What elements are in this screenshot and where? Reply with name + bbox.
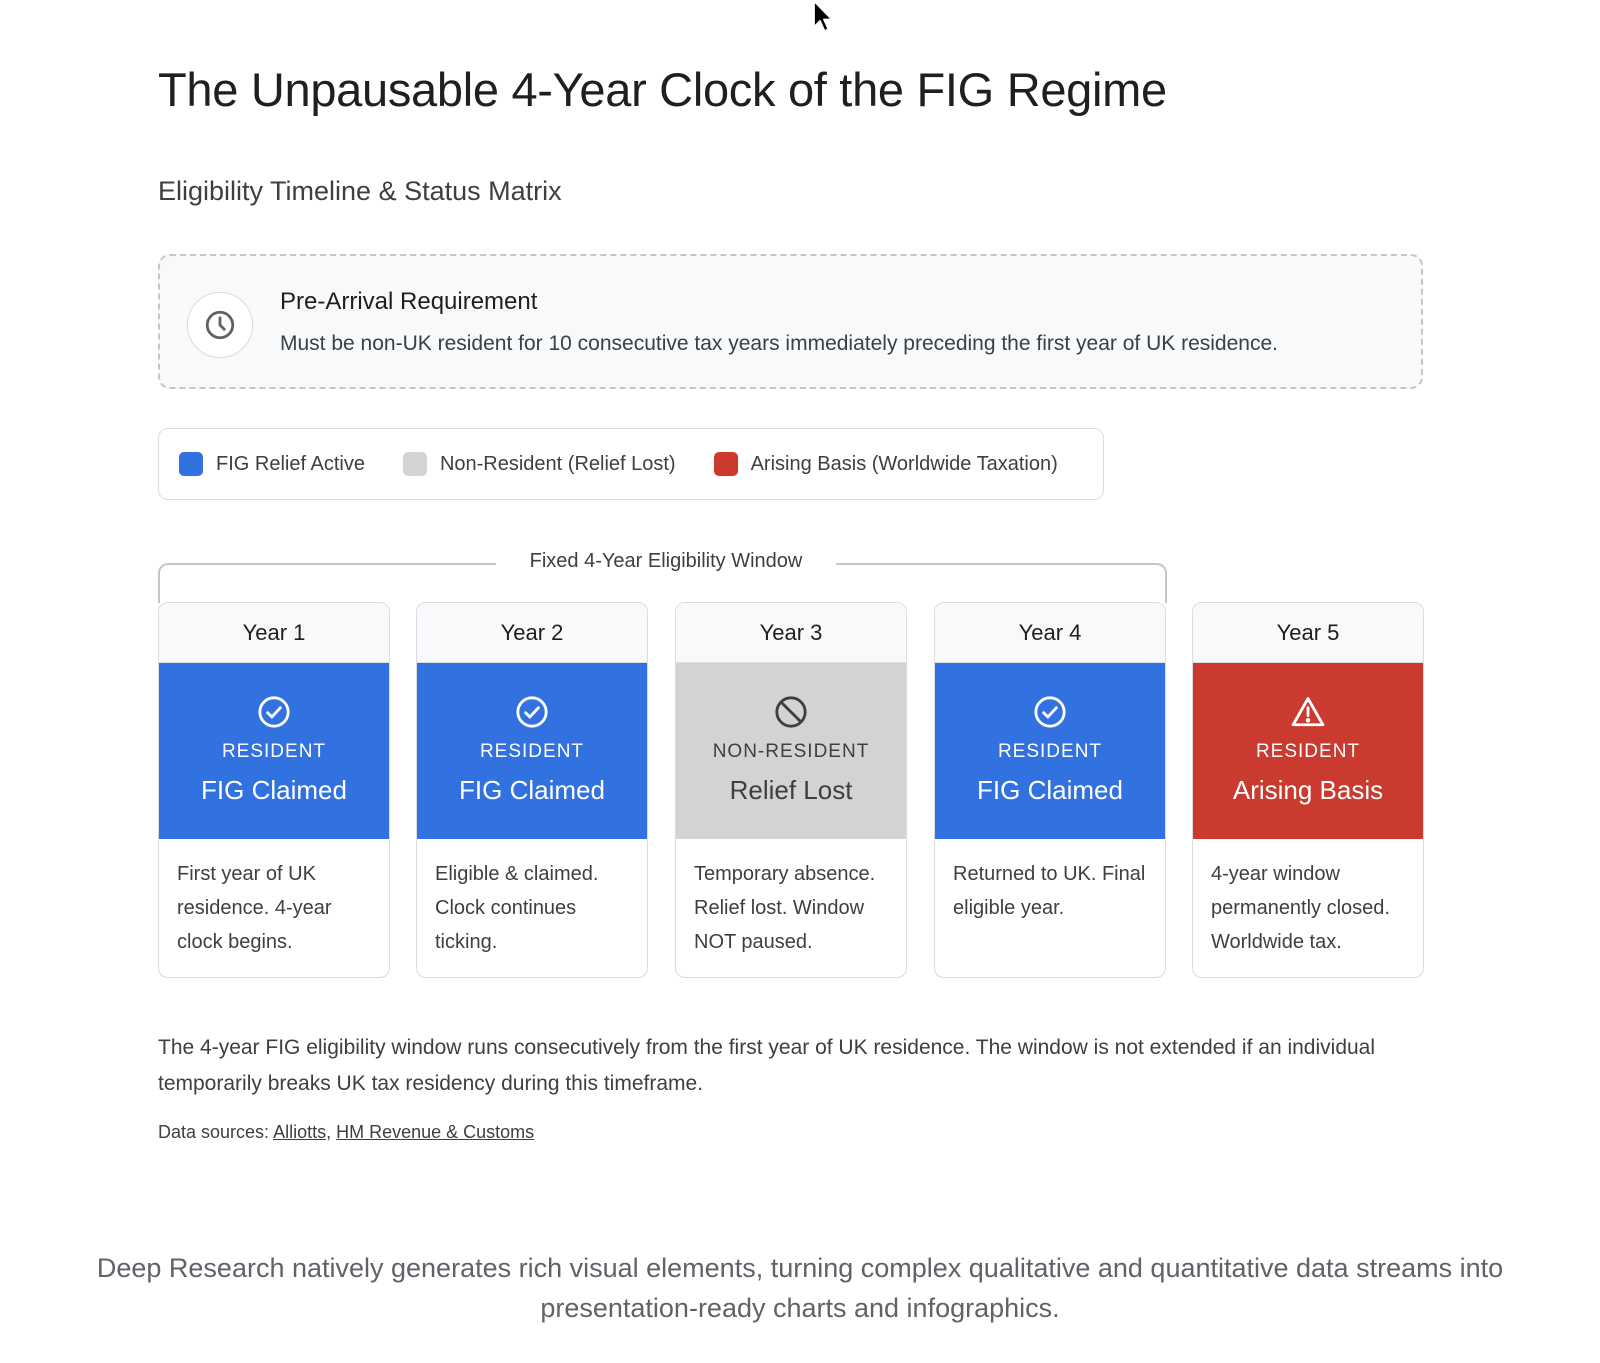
year-card-5: Year 5 RESIDENT Arising Basis 4-year win… xyxy=(1192,602,1424,978)
relief-status: Arising Basis xyxy=(1232,775,1384,805)
year-label: Year 5 xyxy=(1193,603,1423,663)
pre-arrival-requirement-box: Pre-Arrival Requirement Must be non-UK r… xyxy=(158,254,1423,389)
sources-prefix: Data sources: xyxy=(158,1122,274,1142)
relief-status: FIG Claimed xyxy=(459,775,605,805)
year-status-panel: RESIDENT FIG Claimed xyxy=(417,663,647,839)
check-circle-icon xyxy=(516,696,548,728)
prohibited-icon xyxy=(775,696,807,728)
relief-status: FIG Claimed xyxy=(977,775,1123,805)
source-link-alliotts[interactable]: Alliotts xyxy=(273,1122,327,1142)
page-caption: Deep Research natively generates rich vi… xyxy=(96,1253,1504,1323)
year-description: Returned to UK. Final eligible year. xyxy=(953,863,1146,919)
residency-status: RESIDENT xyxy=(1255,741,1361,762)
legend-label: Arising Basis (Worldwide Taxation) xyxy=(750,452,1058,475)
legend-swatch xyxy=(402,452,427,476)
legend-item-arising-basis: Arising Basis (Worldwide Taxation) xyxy=(713,452,1058,476)
clock-icon xyxy=(187,292,253,358)
sources-separator: , xyxy=(326,1122,337,1142)
explanatory-note: The 4-year FIG eligibility window runs c… xyxy=(158,1036,1376,1095)
year-status-panel: RESIDENT FIG Claimed xyxy=(935,663,1165,839)
year-cards: Year 1 RESIDENT FIG Claimed First year o… xyxy=(158,602,1424,978)
year-card-4: Year 4 RESIDENT FIG Claimed Returned to … xyxy=(934,602,1166,978)
year-description: Eligible & claimed. Clock continues tick… xyxy=(435,863,599,953)
page-subtitle: Eligibility Timeline & Status Matrix xyxy=(158,176,562,206)
year-label: Year 4 xyxy=(935,603,1165,663)
prerequisite-heading: Pre-Arrival Requirement xyxy=(280,288,538,315)
year-description: First year of UK residence. 4-year clock… xyxy=(177,863,332,953)
page-title: The Unpausable 4-Year Clock of the FIG R… xyxy=(158,63,1167,116)
year-status-panel: NON-RESIDENT Relief Lost xyxy=(676,663,906,839)
legend-label: FIG Relief Active xyxy=(216,452,365,475)
mouse-cursor-icon xyxy=(813,0,833,32)
relief-status: FIG Claimed xyxy=(201,775,347,805)
residency-status: NON-RESIDENT xyxy=(712,741,870,762)
year-status-panel: RESIDENT FIG Claimed xyxy=(159,663,389,839)
legend-item-fig-relief-active: FIG Relief Active xyxy=(179,452,365,476)
residency-status: RESIDENT xyxy=(479,741,585,762)
year-card-2: Year 2 RESIDENT FIG Claimed Eligible & c… xyxy=(416,602,648,978)
year-label: Year 1 xyxy=(159,603,389,663)
residency-status: RESIDENT xyxy=(221,741,327,762)
year-description: 4-year window permanently closed. Worldw… xyxy=(1211,863,1390,953)
year-description: Temporary absence. Relief lost. Window N… xyxy=(694,863,876,953)
eligibility-window-label: Fixed 4-Year Eligibility Window xyxy=(496,550,836,573)
year-card-1: Year 1 RESIDENT FIG Claimed First year o… xyxy=(158,602,390,978)
legend: FIG Relief Active Non-Resident (Relief L… xyxy=(158,428,1104,500)
source-link-hmrc[interactable]: HM Revenue & Customs xyxy=(336,1122,535,1142)
year-card-3: Year 3 NON-RESIDENT Relief Lost Temporar… xyxy=(675,602,907,978)
residency-status: RESIDENT xyxy=(997,741,1103,762)
year-status-panel: RESIDENT Arising Basis xyxy=(1193,663,1423,839)
year-label: Year 3 xyxy=(676,603,906,663)
legend-label: Non-Resident (Relief Lost) xyxy=(439,452,676,475)
legend-item-non-resident: Non-Resident (Relief Lost) xyxy=(402,452,676,476)
legend-swatch xyxy=(179,452,203,476)
prerequisite-description: Must be non-UK resident for 10 consecuti… xyxy=(280,332,1278,355)
data-sources: Data sources: Alliotts, HM Revenue & Cus… xyxy=(158,1122,534,1143)
check-circle-icon xyxy=(1034,696,1066,728)
legend-swatch xyxy=(713,452,738,476)
relief-status: Relief Lost xyxy=(729,775,853,805)
check-circle-icon xyxy=(258,696,290,728)
warning-icon xyxy=(1291,697,1325,727)
year-label: Year 2 xyxy=(417,603,647,663)
